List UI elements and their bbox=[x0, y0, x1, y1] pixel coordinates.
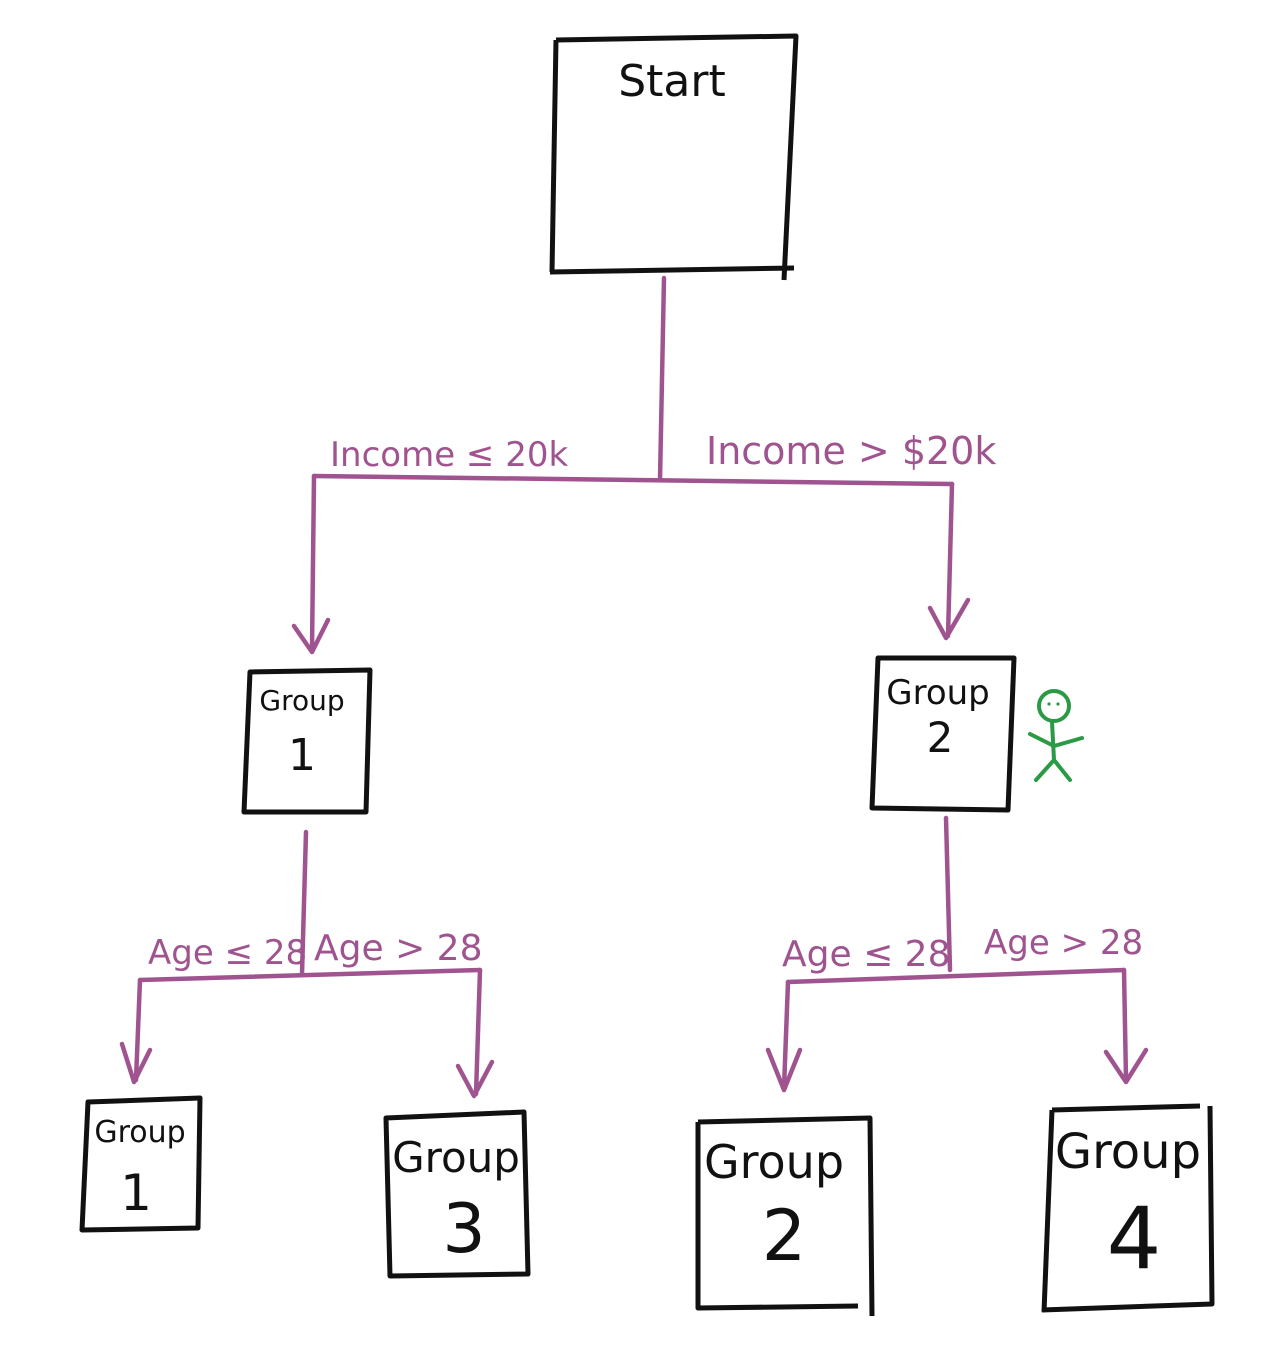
edges bbox=[119, 275, 1149, 1099]
edge-to-leaf-group3 bbox=[473, 967, 483, 1097]
node-group2-line2: 2 bbox=[927, 713, 954, 762]
node-group2-box bbox=[869, 655, 1017, 813]
edge-label-g1-age-low: Age ≤ 28 bbox=[148, 933, 307, 973]
nodes: Start Group 1 Group 2 Group 1 Group 3 bbox=[79, 33, 1215, 1317]
edge-group2-trunk bbox=[943, 815, 953, 973]
node-group1-line2: 1 bbox=[288, 730, 316, 781]
arrowhead-group1 bbox=[291, 617, 331, 655]
node-leaf-group4-line1: Group bbox=[1055, 1124, 1201, 1180]
node-group1: Group 1 bbox=[241, 667, 373, 815]
node-start-box bbox=[549, 33, 799, 281]
stick-figure-icon bbox=[1028, 689, 1084, 782]
node-leaf-group2-line1: Group bbox=[704, 1135, 844, 1189]
arrowhead-group2 bbox=[927, 597, 971, 641]
edge-labels: Income ≤ 20k Income > $20k Age ≤ 28 Age … bbox=[148, 429, 1143, 975]
node-leaf-group2: Group 2 bbox=[695, 1115, 875, 1317]
node-leaf-group3-line1: Group bbox=[392, 1133, 520, 1182]
edge-label-g2-age-low: Age ≤ 28 bbox=[782, 934, 951, 975]
edge-group1-bar bbox=[137, 967, 483, 983]
arrowhead-leaf-group3 bbox=[455, 1059, 495, 1099]
node-group2: Group 2 bbox=[869, 655, 1017, 813]
node-leaf-group2-box bbox=[695, 1115, 875, 1317]
edge-start-trunk bbox=[657, 275, 667, 483]
edge-to-group1 bbox=[309, 473, 317, 653]
node-group1-line1: Group bbox=[259, 684, 344, 717]
node-leaf-group2-line2: 2 bbox=[762, 1195, 807, 1277]
node-group1-box bbox=[241, 667, 373, 815]
node-start: Start bbox=[549, 33, 799, 281]
node-leaf-group3-box bbox=[383, 1109, 531, 1279]
edge-income-bar bbox=[311, 473, 955, 487]
edge-label-g2-age-high: Age > 28 bbox=[984, 923, 1143, 963]
node-leaf-group1: Group 1 bbox=[79, 1095, 203, 1233]
node-leaf-group1-line2: 1 bbox=[120, 1164, 152, 1222]
edge-label-g1-age-high: Age > 28 bbox=[314, 928, 483, 969]
edge-group2-bar bbox=[785, 967, 1127, 985]
edge-group1-trunk bbox=[299, 829, 309, 977]
node-leaf-group1-box bbox=[79, 1095, 203, 1233]
edge-to-leaf-group4 bbox=[1121, 967, 1129, 1083]
edge-label-income-low: Income ≤ 20k bbox=[330, 435, 568, 475]
edge-to-leaf-group2 bbox=[781, 979, 791, 1091]
arrowhead-leaf-group1 bbox=[119, 1041, 153, 1085]
arrowhead-leaf-group2 bbox=[765, 1047, 803, 1093]
arrowhead-leaf-group4 bbox=[1103, 1047, 1149, 1085]
node-leaf-group3: Group 3 bbox=[383, 1109, 531, 1279]
node-start-label: Start bbox=[618, 56, 726, 107]
node-leaf-group1-line1: Group bbox=[94, 1115, 185, 1150]
node-leaf-group4: Group 4 bbox=[1041, 1103, 1215, 1313]
node-group2-line1: Group bbox=[886, 673, 990, 713]
node-leaf-group3-line2: 3 bbox=[442, 1190, 485, 1269]
node-leaf-group4-line2: 4 bbox=[1107, 1189, 1162, 1289]
edge-to-leaf-group1 bbox=[133, 977, 143, 1083]
node-leaf-group4-box bbox=[1041, 1103, 1215, 1313]
edge-label-income-high: Income > $20k bbox=[706, 429, 996, 473]
edge-to-group2 bbox=[945, 481, 955, 639]
